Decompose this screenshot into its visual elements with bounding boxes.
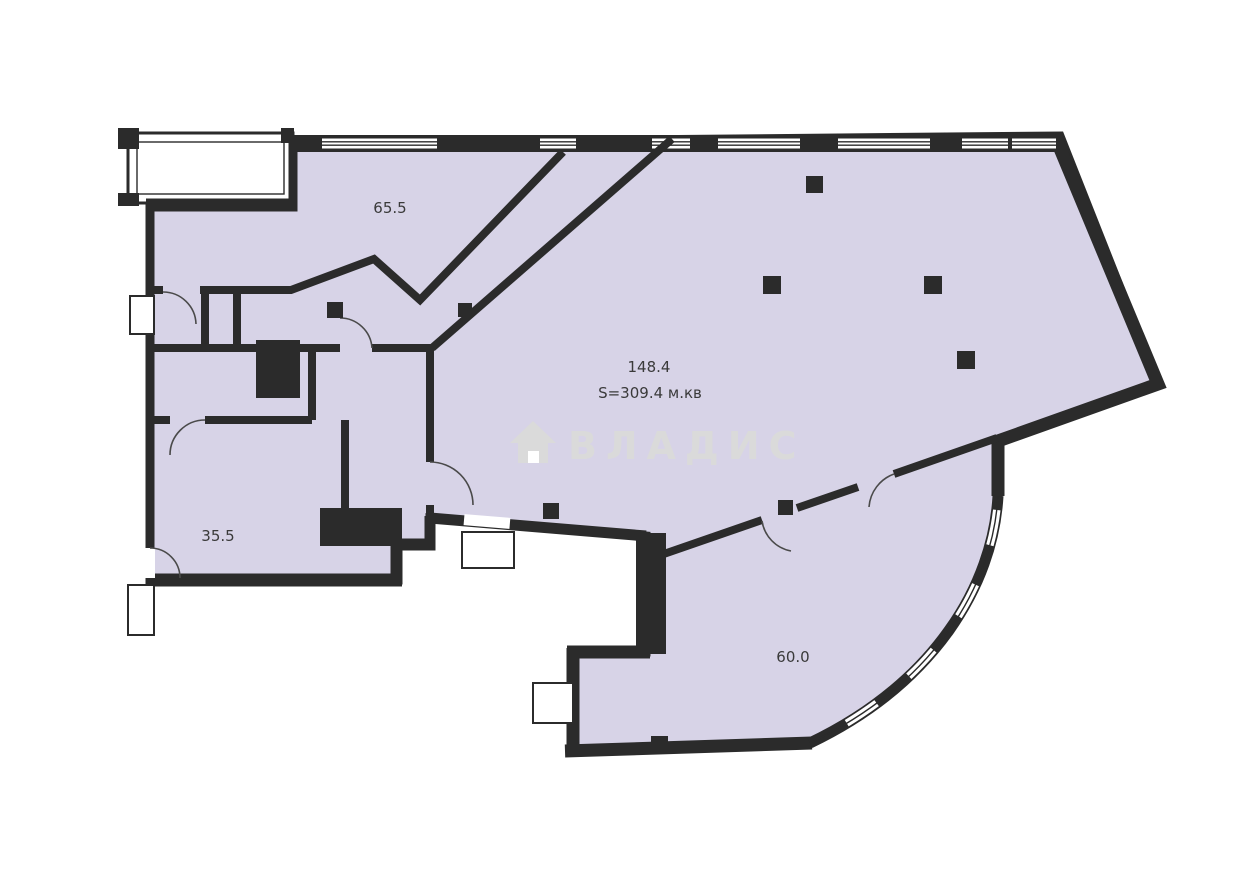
- door-swing: [169, 419, 206, 456]
- curved-window-line: [809, 495, 999, 744]
- column-marker: [957, 351, 975, 369]
- room-label-35-5: 35.5: [201, 527, 234, 545]
- window-segment: [322, 138, 437, 149]
- door-opening: [463, 514, 511, 529]
- room-label-60-0: 60.0: [776, 648, 809, 666]
- column-marker: [458, 303, 472, 317]
- watermark-text: ВЛАДИС: [568, 424, 805, 468]
- door-opening: [144, 548, 155, 578]
- house-icon: [510, 421, 556, 463]
- vestibule: [129, 295, 155, 335]
- wall-post: [118, 193, 139, 206]
- window-segment: [1012, 138, 1056, 149]
- room-label-total-area: S=309.4 м.кв: [598, 384, 702, 402]
- wall-block: [256, 340, 300, 398]
- balcony-inner-line: [136, 141, 285, 195]
- door-swing: [339, 317, 373, 349]
- curved-window-wall: [807, 495, 1004, 748]
- exterior-stubs: [127, 295, 574, 724]
- wall-block: [636, 533, 666, 654]
- column-marker: [651, 736, 668, 753]
- door-swing: [761, 520, 792, 552]
- wall-right-diagonal: [991, 136, 1167, 496]
- door-arcs: [149, 291, 895, 579]
- wall-block: [320, 508, 402, 546]
- wall-60-diagonal: [795, 483, 860, 512]
- vestibule: [127, 584, 155, 636]
- door-swing: [149, 547, 181, 579]
- door-swing: [429, 461, 474, 506]
- columns: [327, 176, 975, 753]
- balcony: [118, 128, 295, 206]
- column-marker: [327, 302, 343, 318]
- watermark: ВЛАДИС: [510, 421, 805, 468]
- door-swing: [162, 291, 197, 325]
- column-marker: [924, 276, 942, 294]
- balcony-outline: [126, 131, 295, 205]
- windows-top: [322, 138, 1056, 149]
- window-segment: [718, 138, 800, 149]
- vestibule: [532, 682, 574, 724]
- wall-60-diagonal: [656, 516, 764, 560]
- window-segment: [540, 138, 576, 149]
- room-labels: 65.5 148.4 S=309.4 м.кв 35.5 60.0: [201, 199, 809, 666]
- vestibule: [461, 531, 515, 569]
- wall-jog: [390, 516, 436, 582]
- column-marker: [806, 176, 823, 193]
- window-segment: [962, 138, 1008, 149]
- house-icon-door: [528, 451, 539, 463]
- wall-bottom-60: [564, 736, 813, 758]
- column-marker: [778, 500, 793, 515]
- window-segment: [838, 138, 930, 149]
- wall-zigzag: [200, 149, 566, 306]
- wall-blocks: [256, 340, 666, 654]
- column-marker: [543, 503, 559, 519]
- room-label-65-5: 65.5: [373, 199, 406, 217]
- door-swing: [868, 473, 895, 508]
- wall-post: [118, 128, 139, 149]
- column-marker: [763, 276, 781, 294]
- wall-60-diagonal: [892, 434, 999, 478]
- room-label-148-4: 148.4: [628, 358, 671, 376]
